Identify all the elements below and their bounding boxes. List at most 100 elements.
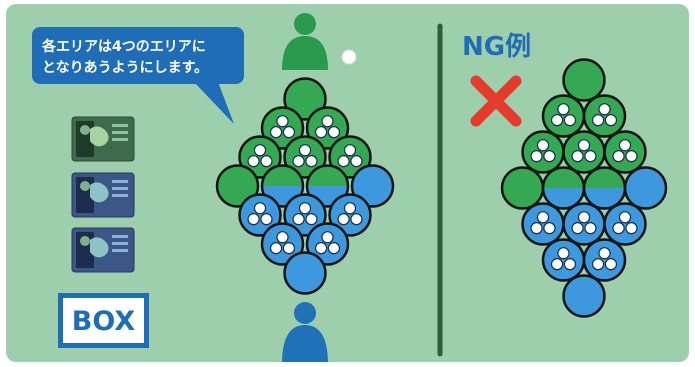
ball-icon: [298, 202, 312, 215]
ball-icon: [247, 155, 260, 168]
tile-green: [521, 130, 565, 174]
card-stack: [71, 116, 135, 273]
tile-green: [283, 77, 327, 121]
ball-icon: [604, 258, 618, 271]
ball-icon: [563, 258, 577, 271]
tile-green: [500, 166, 545, 210]
ball-icon: [343, 144, 357, 157]
ball-icon: [269, 126, 283, 139]
box-label: BOX: [72, 306, 136, 337]
ball-icon: [292, 213, 305, 226]
tile-green: [541, 94, 586, 138]
ball-icon: [557, 247, 570, 260]
ball-icon: [618, 139, 632, 152]
callout-line-1: 各エリアは4つのエリアに: [41, 38, 206, 55]
ball-icon: [571, 222, 584, 235]
ball-icon: [260, 155, 273, 168]
tile-blue: [521, 202, 565, 246]
callout-bubble: 各エリアは4つのエリアに となりあうようにします。: [32, 27, 244, 124]
ball-icon: [282, 126, 296, 139]
ball-icon: [577, 139, 591, 152]
ball-icon: [577, 211, 591, 224]
tile-green: [603, 130, 647, 174]
ball-icon: [327, 126, 341, 139]
tile-green: [582, 94, 627, 138]
ball-icon: [625, 150, 638, 163]
tile-green: [562, 58, 606, 102]
ball-icon: [314, 126, 328, 139]
tile-green: [238, 135, 282, 179]
ball-icon: [350, 155, 363, 168]
tile-green: [562, 130, 606, 174]
tile-blue: [562, 202, 606, 246]
tile-blue: [541, 238, 586, 282]
ball-icon: [276, 231, 289, 244]
ball-icon: [337, 155, 350, 168]
ball-icon: [282, 242, 296, 255]
tile-blue: [305, 222, 350, 266]
ball-icon: [584, 222, 597, 235]
callout-line-2: となりあうようにします。: [42, 60, 208, 76]
ball-icon: [327, 242, 341, 255]
tile-blue: [350, 164, 395, 208]
tile-green: [328, 135, 372, 179]
box-sign: BOX: [58, 293, 149, 348]
ball-icon: [260, 213, 273, 226]
ball-icon: [591, 258, 605, 271]
illustration-panel: 各エリアは4つのエリアに となりあうようにします。: [6, 4, 689, 362]
ball-icon: [536, 211, 550, 224]
ball-icon: [612, 150, 625, 163]
tile-blue: [603, 202, 647, 246]
ball-icon: [350, 213, 363, 226]
ball-icon: [550, 114, 564, 127]
ball-icon: [571, 150, 584, 163]
ball-icon: [536, 139, 550, 152]
tile-green: [283, 135, 327, 179]
ball-icon: [618, 211, 632, 224]
ball-icon: [612, 222, 625, 235]
ball-icon: [253, 144, 267, 157]
ball-icon: [298, 144, 312, 157]
pawn-blue-icon: [282, 302, 328, 362]
card-blue-1: [71, 172, 135, 218]
ball-icon: [337, 213, 350, 226]
ball-icon: [341, 49, 357, 65]
diagram-correct: [215, 77, 395, 295]
ball-icon: [563, 114, 577, 127]
ball-icon: [604, 114, 618, 127]
card-blue-2: [71, 227, 135, 273]
tile-blue: [582, 238, 627, 282]
ball-icon: [625, 222, 638, 235]
tile-blue: [562, 274, 606, 318]
ball-icon: [305, 213, 318, 226]
ball-icon: [598, 103, 611, 116]
card-green: [71, 116, 135, 162]
tile-green: [305, 106, 350, 150]
tile-blue: [623, 166, 668, 210]
board-illustration: 各エリアは4つのエリアに となりあうようにします。: [32, 13, 668, 362]
tile-split: [541, 166, 586, 210]
ball-icon: [305, 155, 318, 168]
tile-blue: [283, 251, 327, 295]
ball-icon: [591, 114, 605, 127]
ball-icon: [530, 222, 543, 235]
ball-icon: [269, 242, 283, 255]
ball-icon: [314, 242, 328, 255]
ball-icon: [598, 247, 611, 260]
ball-icon: [557, 103, 570, 116]
tile-blue: [238, 193, 282, 237]
diagram-ng: [500, 58, 668, 318]
tile-split: [582, 166, 627, 210]
tile-blue: [260, 222, 305, 266]
ball-icon: [543, 222, 556, 235]
ball-icon: [276, 115, 289, 128]
ball-icon: [253, 202, 267, 215]
pawn-green-icon: [282, 13, 328, 70]
ball-icon: [343, 202, 357, 215]
tile-blue: [328, 193, 372, 237]
red-cross-icon: [470, 75, 522, 127]
ball-icon: [584, 150, 597, 163]
ball-icon: [543, 150, 556, 163]
tile-blue: [283, 193, 327, 237]
ball-icon: [530, 150, 543, 163]
